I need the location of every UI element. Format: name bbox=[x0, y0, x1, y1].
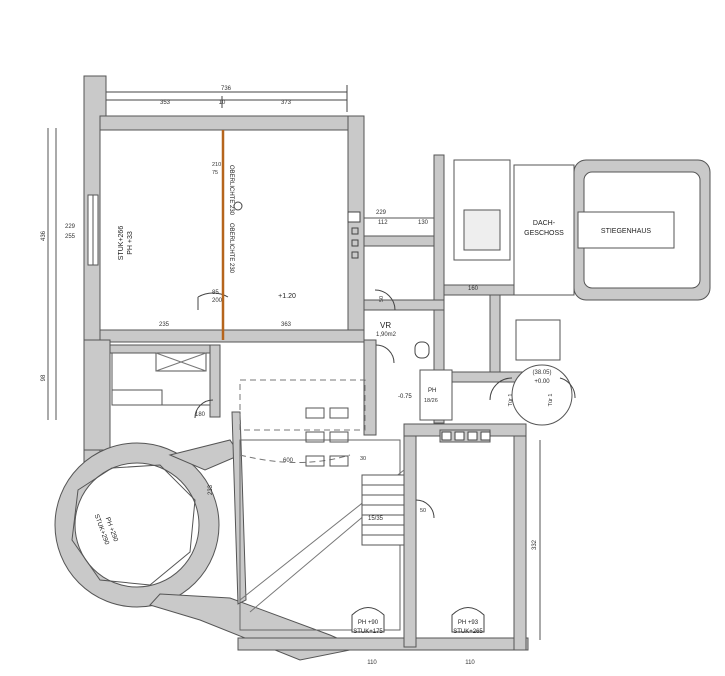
bottom-rooms: PH +90 STUK+175 PH +93 STUK+265 110 110 … bbox=[351, 440, 541, 666]
dim-left-vertical: 436 bbox=[41, 230, 47, 241]
dim-210: 210 bbox=[212, 162, 221, 168]
corridor-area: 229 112 130 VR 1,90m2 50 -0.75 160 bbox=[347, 210, 479, 400]
dim-window-w: 229 bbox=[65, 224, 76, 230]
upper-right-block: DACH- GESCHOSS STIEGENHAUS bbox=[453, 159, 711, 361]
dim-window-h: 255 bbox=[65, 234, 76, 240]
left-dimension-line: 436 98 229 255 bbox=[41, 128, 76, 420]
dim-bottom-left: 235 bbox=[159, 322, 170, 328]
ph-label: PH bbox=[428, 388, 436, 394]
level-landing-prev: (38.05) bbox=[532, 370, 551, 376]
dim-bottom-110b: 110 bbox=[465, 660, 475, 666]
dim-229: 229 bbox=[376, 210, 387, 216]
tur-right: Tür 1 bbox=[548, 394, 554, 407]
bottom2-stuk: STUK+265 bbox=[453, 629, 483, 635]
vr-area: 1,90m2 bbox=[376, 332, 397, 338]
dim-233: 233 bbox=[208, 484, 214, 495]
landing-area: (38.05) +0.00 Tür 1 Tür 1 bbox=[489, 364, 576, 426]
staircase: 15/35 PH 18/26 50 bbox=[361, 369, 491, 546]
dim-130: 130 bbox=[418, 220, 429, 226]
dim-75: 75 bbox=[212, 170, 218, 176]
room-vr: VR bbox=[380, 321, 391, 330]
level-landing: +0.00 bbox=[534, 379, 550, 385]
stiegenhaus-label: STIEGENHAUS bbox=[601, 228, 652, 235]
dim-180: 180 bbox=[195, 412, 206, 418]
dim-left-lower: 98 bbox=[41, 374, 47, 381]
dim-top-right: 373 bbox=[281, 100, 292, 106]
bottom1-stuk: STUK+175 bbox=[353, 629, 383, 635]
kitchen-block: 180 bbox=[111, 352, 214, 419]
dim-door-85: 85 bbox=[212, 290, 219, 296]
oberlichte-1: OBERLICHTE 230 bbox=[228, 165, 234, 216]
dim-top-left: 353 bbox=[160, 100, 171, 106]
main-room-door bbox=[197, 292, 229, 310]
dim-top-total: 736 bbox=[221, 86, 232, 92]
walls bbox=[54, 75, 529, 661]
dim-112: 112 bbox=[378, 220, 388, 226]
oberlichte-2: OBERLICHTE 230 bbox=[228, 223, 234, 274]
dim-160: 160 bbox=[468, 286, 479, 292]
main-room-ph: PH +33 bbox=[127, 231, 134, 255]
level-main: +1.20 bbox=[278, 293, 296, 300]
stair-tread: 15/35 bbox=[368, 516, 384, 522]
main-room-stuk: STUK+266 bbox=[118, 226, 125, 261]
dachgeschoss-line2: GESCHOSS bbox=[524, 230, 564, 237]
dim-bottom-right: 363 bbox=[281, 322, 292, 328]
step-18: 18/26 bbox=[424, 398, 438, 404]
dim-stair-w: 30 bbox=[360, 456, 366, 462]
dachgeschoss-line1: DACH- bbox=[533, 220, 556, 227]
top-dimension-line: 736 353 10 373 bbox=[105, 85, 348, 112]
dim-bottom-110a: 110 bbox=[367, 660, 377, 666]
dim-door-200: 200 bbox=[212, 298, 223, 304]
level-hall: -0.75 bbox=[398, 394, 412, 400]
dim-hall-600: 600 bbox=[283, 458, 294, 464]
tur-left: Tür 1 bbox=[508, 394, 514, 407]
dim-top-mid: 10 bbox=[219, 100, 226, 106]
dim-right-vert: 332 bbox=[532, 539, 538, 550]
dim-door-50b: 50 bbox=[420, 508, 426, 514]
dim-door-50a: 50 bbox=[379, 296, 385, 302]
main-room: STUK+266 PH +33 OBERLICHTE 230 OBERLICHT… bbox=[118, 162, 296, 328]
bottom2-ph: PH +93 bbox=[458, 620, 479, 626]
bottom1-ph: PH +90 bbox=[358, 620, 379, 626]
